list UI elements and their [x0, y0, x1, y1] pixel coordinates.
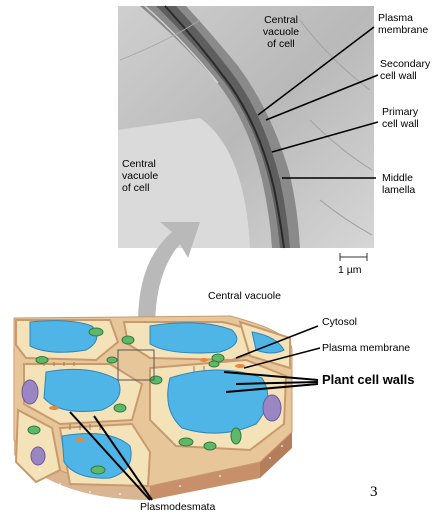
- label-middle-lamella: Middle lamella: [382, 172, 415, 196]
- label-primary-wall: Primary cell wall: [382, 106, 419, 130]
- page-number: 3: [370, 484, 378, 501]
- label-vacuole-left: Central vacuole of cell: [122, 158, 166, 194]
- label-central-vacuole: Central vacuole: [208, 290, 281, 302]
- label-secondary-wall: Secondary cell wall: [380, 58, 430, 82]
- label-plasma-membrane-em: Plasma membrane: [378, 12, 428, 36]
- label-plant-cell-walls: Plant cell walls: [322, 374, 415, 386]
- label-scale: 1 µm: [338, 264, 362, 276]
- label-plasmodesmata: Plasmodesmata: [140, 501, 215, 513]
- label-vacuole-top: Central vacuole of cell: [256, 14, 306, 50]
- label-plasma-membrane: Plasma membrane: [322, 342, 410, 354]
- label-cytosol: Cytosol: [322, 316, 357, 328]
